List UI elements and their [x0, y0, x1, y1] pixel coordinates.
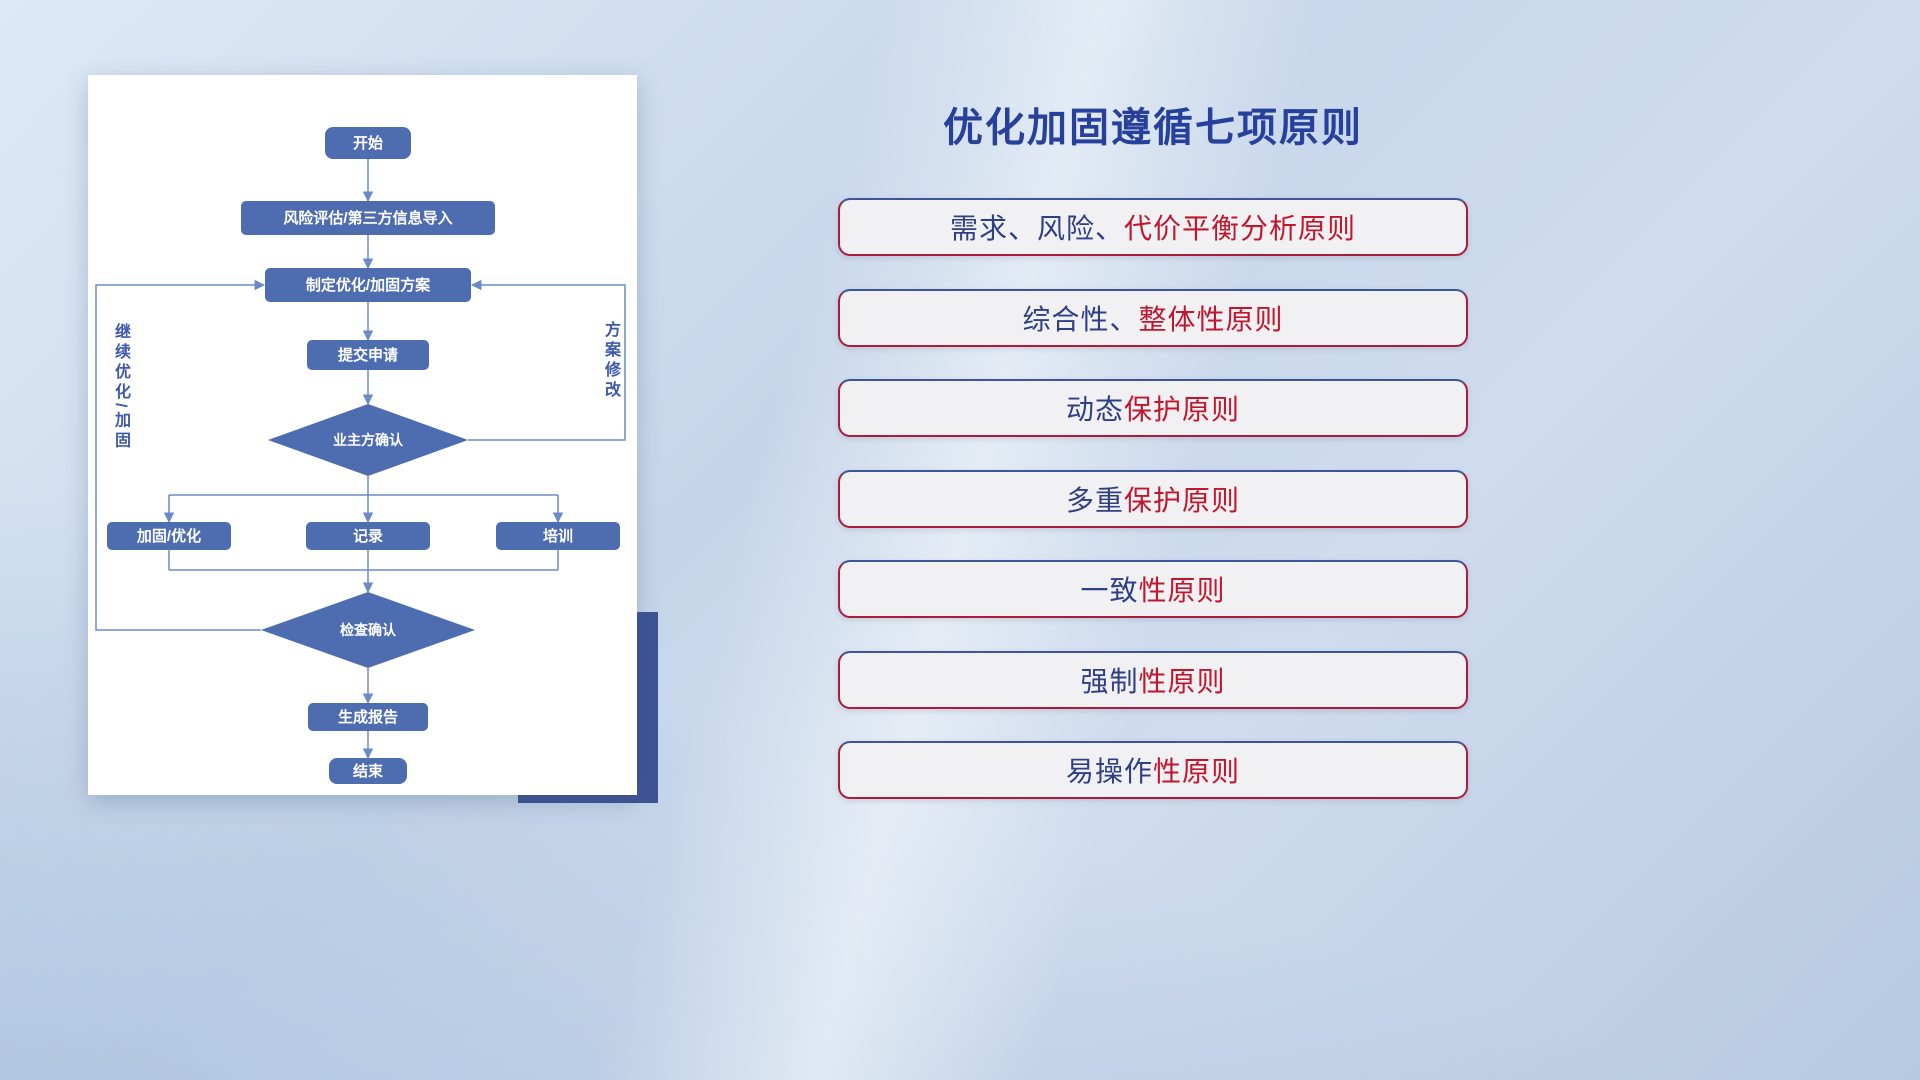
edge-label-plan-revise: 方案修改 [602, 321, 619, 401]
principle-card: 一致性原则 [838, 560, 1468, 618]
flowchart-card: 开始 风险评估/第三方信息导入 制定优化/加固方案 提交申请 业主方确认 加固/… [88, 75, 637, 795]
principle-card: 需求、风险、代价平衡分析原则 [838, 198, 1468, 256]
connector-loop-right [468, 279, 626, 441]
connector-loop-left [95, 279, 266, 631]
principle-text: 强制 [1080, 665, 1139, 697]
principle-card: 综合性、整体性原则 [838, 288, 1468, 347]
principle-card: 易操作性原则 [838, 741, 1468, 799]
principle-text: 保护原则 [1124, 394, 1241, 425]
flow-node-training: 培训 [496, 522, 620, 550]
principle-text: 性原则 [1153, 756, 1241, 787]
principle-text: 整体性原则 [1138, 303, 1284, 335]
edge-label-continue-loop: 继续优化/加固 [112, 323, 129, 452]
flow-node-end: 结束 [329, 758, 407, 784]
flow-connectors [95, 159, 626, 760]
flow-node-risk-import: 风险评估/第三方信息导入 [241, 201, 495, 235]
principle-text: 动态 [1065, 394, 1124, 425]
flow-node-submit: 提交申请 [307, 340, 429, 370]
principle-text: 性原则 [1138, 665, 1226, 697]
flow-node-make-plan: 制定优化/加固方案 [265, 268, 471, 302]
flow-node-record: 记录 [306, 522, 430, 550]
flow-node-harden: 加固/优化 [107, 522, 231, 550]
principle-card: 多重保护原则 [838, 469, 1468, 528]
page-title: 优化加固遵循七项原则 [943, 106, 1363, 150]
principle-text: 代价平衡分析原则 [1124, 213, 1357, 244]
principle-text: 综合性、 [1022, 303, 1139, 335]
principle-text: 多重 [1065, 484, 1124, 516]
principle-card: 动态保护原则 [838, 379, 1468, 437]
flow-node-start: 开始 [325, 127, 411, 159]
principle-card: 强制性原则 [838, 650, 1468, 709]
principle-text: 需求、风险、 [949, 213, 1124, 244]
principle-text: 一致 [1080, 575, 1139, 606]
principle-text: 保护原则 [1124, 484, 1241, 516]
principle-text: 性原则 [1138, 575, 1226, 606]
principles-list: 需求、风险、代价平衡分析原则综合性、整体性原则动态保护原则多重保护原则一致性原则… [838, 198, 1468, 799]
principle-text: 易操作 [1065, 756, 1153, 787]
flow-node-report: 生成报告 [308, 703, 428, 731]
